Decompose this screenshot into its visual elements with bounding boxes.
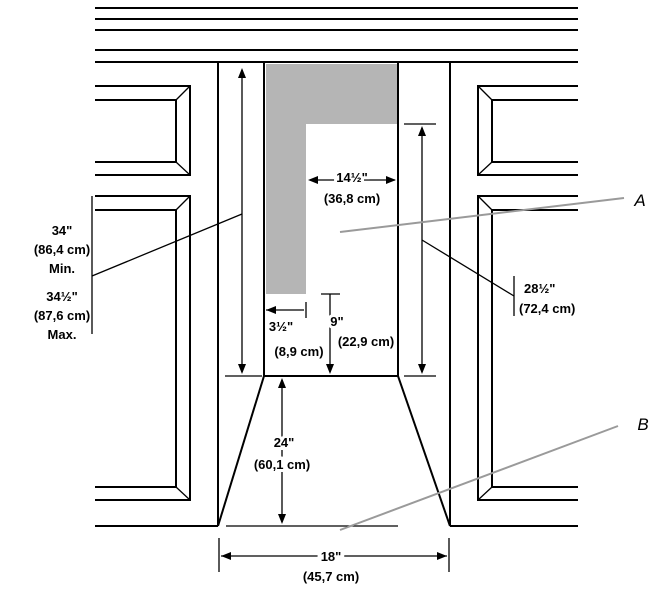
drop-inches: 9" bbox=[330, 314, 343, 329]
bottom-width-inches: 18" bbox=[321, 549, 342, 564]
callout-a: A bbox=[633, 191, 645, 210]
offset-cm: (8,9 cm) bbox=[274, 344, 323, 359]
cabinet-opening bbox=[217, 62, 451, 527]
side-height-cm: (72,4 cm) bbox=[519, 301, 575, 316]
depth-inches: 24" bbox=[274, 435, 295, 450]
side-height-inches: 28½" bbox=[524, 281, 555, 296]
height-min-cm: (86,4 cm) bbox=[34, 242, 90, 257]
side-height-dimension-line bbox=[404, 123, 436, 377]
callout-b: B bbox=[637, 415, 648, 434]
right-cabinet bbox=[449, 62, 578, 527]
countertop bbox=[95, 7, 578, 63]
bottom-width-cm: (45,7 cm) bbox=[303, 569, 359, 584]
height-label-leader bbox=[91, 213, 243, 277]
side-height-label-leader bbox=[421, 239, 515, 297]
drop-dimension-line bbox=[321, 293, 340, 374]
top-width-dimension-line bbox=[308, 176, 396, 184]
left-cabinet bbox=[95, 62, 219, 527]
offset-inches: 3½" bbox=[269, 319, 293, 334]
height-max-word: Max. bbox=[48, 327, 77, 342]
shaded-zone bbox=[266, 64, 397, 294]
height-dimension-line bbox=[225, 68, 262, 377]
callout-a-leader bbox=[339, 197, 625, 233]
bottom-width-dimension-line bbox=[218, 538, 450, 572]
top-width-inches: 14½" bbox=[336, 170, 367, 185]
height-max-inches: 34½" bbox=[46, 289, 77, 304]
depth-cm: (60,1 cm) bbox=[254, 457, 310, 472]
top-width-cm: (36,8 cm) bbox=[324, 191, 380, 206]
height-min-word: Min. bbox=[49, 261, 75, 276]
callout-b-leader bbox=[339, 425, 619, 531]
offset-dimension-line bbox=[266, 302, 307, 318]
height-min-inches: 34" bbox=[52, 223, 73, 238]
height-max-cm: (87,6 cm) bbox=[34, 308, 90, 323]
depth-dimension-line bbox=[278, 378, 286, 524]
drop-cm: (22,9 cm) bbox=[338, 334, 394, 349]
